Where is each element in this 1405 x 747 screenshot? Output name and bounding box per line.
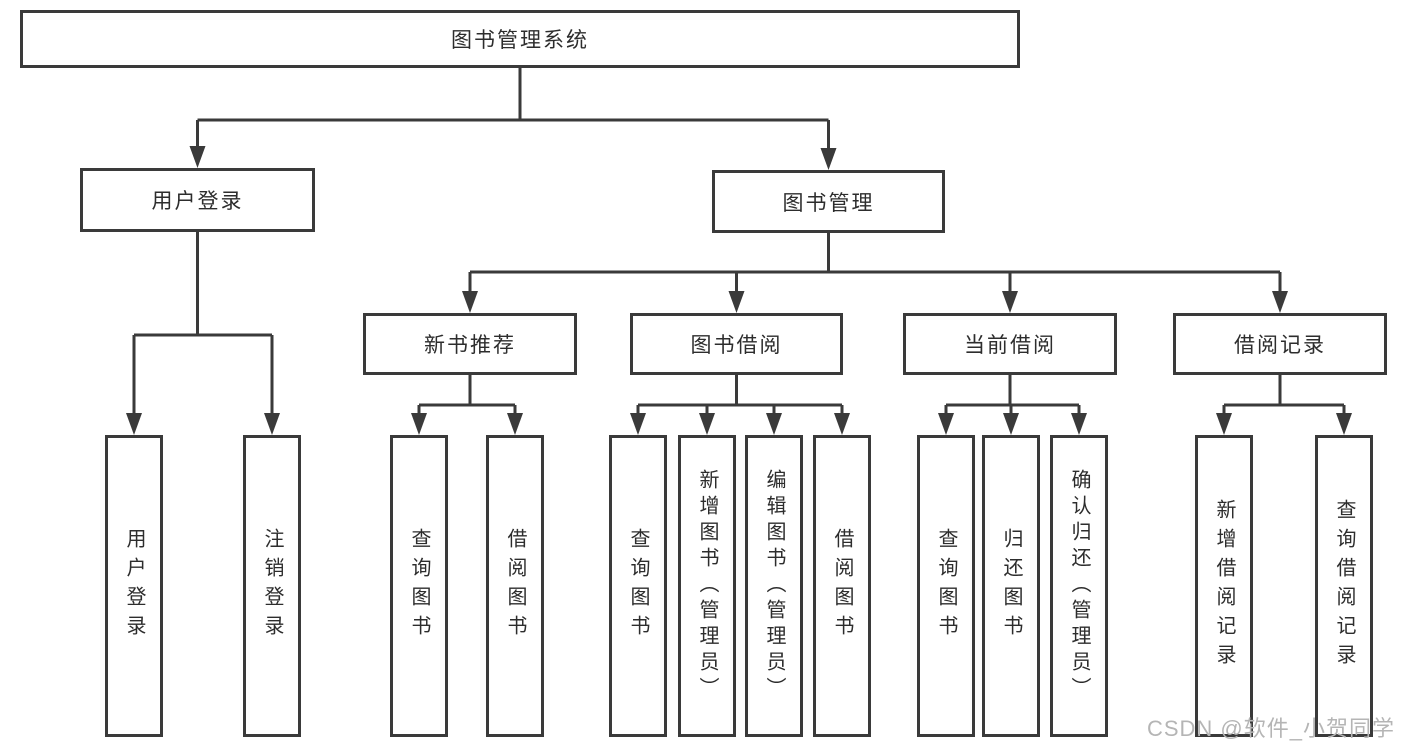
- leaf-label: 借阅图书: [831, 528, 853, 644]
- leaf-label: 查询图书: [408, 528, 430, 644]
- node-leaf-current-query: 查询图书: [917, 435, 975, 737]
- node-leaf-borrow-book: 借阅图书: [813, 435, 871, 737]
- node-leaf-newbook-borrow: 借阅图书: [486, 435, 544, 737]
- leaf-label: 查询图书: [935, 528, 957, 644]
- node-borrowing-records: 借阅记录: [1173, 313, 1387, 375]
- node-book-borrowing: 图书借阅: [630, 313, 843, 375]
- leaf-label: 查询图书: [627, 528, 649, 644]
- node-leaf-newbook-query: 查询图书: [390, 435, 448, 737]
- node-leaf-logout: 注销登录: [243, 435, 301, 737]
- node-current-borrowing: 当前借阅: [903, 313, 1117, 375]
- node-leaf-add-book-admin: 新增图书（管理员）: [678, 435, 736, 737]
- leaf-label: 注销登录: [261, 528, 283, 644]
- leaf-label: 归还图书: [1000, 528, 1022, 644]
- leaf-label: 用户登录: [123, 528, 145, 644]
- leaf-label: 借阅图书: [504, 528, 526, 644]
- node-leaf-borrow-query: 查询图书: [609, 435, 667, 737]
- leaf-label: 新增借阅记录: [1213, 499, 1235, 673]
- node-leaf-edit-book-admin: 编辑图书（管理员）: [745, 435, 803, 737]
- node-user-login-branch: 用户登录: [80, 168, 315, 232]
- node-book-mgmt-branch: 图书管理: [712, 170, 945, 233]
- node-leaf-user-login: 用户登录: [105, 435, 163, 737]
- node-leaf-add-borrow-record: 新增借阅记录: [1195, 435, 1253, 737]
- node-new-book-recommend: 新书推荐: [363, 313, 577, 375]
- node-root: 图书管理系统: [20, 10, 1020, 68]
- leaf-label: 新增图书（管理员）: [696, 469, 718, 703]
- node-leaf-query-borrow-record: 查询借阅记录: [1315, 435, 1373, 737]
- leaf-label: 查询借阅记录: [1333, 499, 1355, 673]
- node-leaf-confirm-return-admin: 确认归还（管理员）: [1050, 435, 1108, 737]
- watermark: CSDN @软件_小贺同学: [1146, 716, 1395, 741]
- node-leaf-return-book: 归还图书: [982, 435, 1040, 737]
- leaf-label: 确认归还（管理员）: [1068, 469, 1090, 703]
- leaf-label: 编辑图书（管理员）: [763, 469, 785, 703]
